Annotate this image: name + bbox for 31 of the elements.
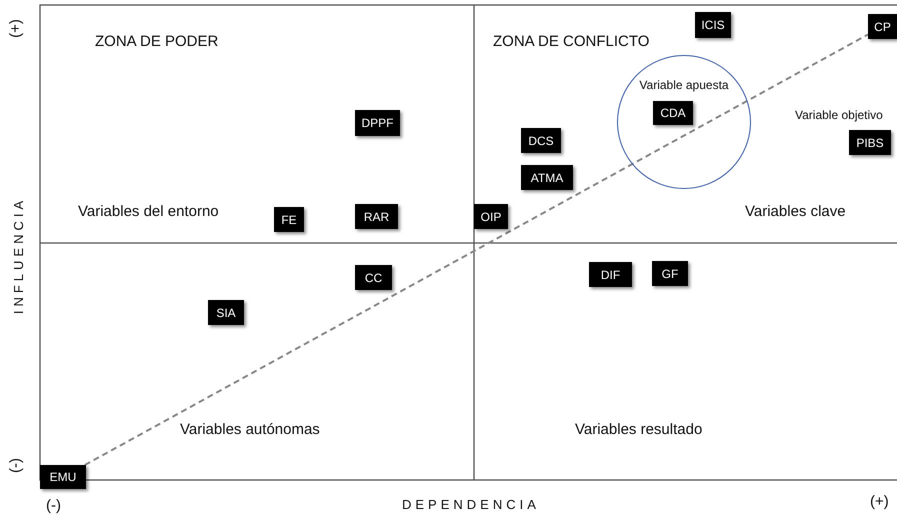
node-caption: Variable objetivo bbox=[795, 108, 883, 122]
axis-title: DEPENDENCIA bbox=[402, 497, 540, 512]
variable-tag: OIP bbox=[474, 204, 508, 229]
diagonal-line bbox=[84, 34, 868, 466]
zone-title: ZONA DE PODER bbox=[95, 33, 218, 50]
variable-tag: EMU bbox=[40, 465, 86, 489]
axis-end-label: (+) bbox=[870, 493, 889, 510]
quadrant-label: Variables clave bbox=[745, 203, 846, 220]
variable-tag: ICIS bbox=[695, 12, 731, 38]
axis-title: INFLUENCIA bbox=[11, 196, 26, 314]
variable-tag: DIF bbox=[589, 262, 632, 287]
circle-label: Variable apuesta bbox=[638, 78, 730, 92]
zone-title: ZONA DE CONFLICTO bbox=[493, 33, 650, 50]
quadrant-label: Variables del entorno bbox=[78, 203, 219, 220]
variable-tag: RAR bbox=[355, 204, 398, 229]
axis-end-label: (+) bbox=[6, 19, 24, 38]
axis-end-label: (-) bbox=[7, 458, 24, 473]
variable-tag: CP bbox=[868, 14, 897, 39]
variable-tag: CC bbox=[355, 265, 392, 290]
quadrant-label: Variables autónomas bbox=[180, 421, 320, 438]
variable-tag: CDA bbox=[653, 101, 693, 125]
variable-tag: DCS bbox=[521, 128, 561, 153]
variable-tag: DPPF bbox=[355, 110, 400, 136]
variable-tag: SIA bbox=[208, 300, 244, 325]
axis-end-label: (-) bbox=[46, 497, 61, 514]
variable-tag: PIBS bbox=[849, 130, 891, 155]
highlight-circle bbox=[617, 55, 751, 189]
quadrant-label: Variables resultado bbox=[575, 421, 702, 438]
variable-tag: FE bbox=[274, 207, 304, 232]
variable-tag: GF bbox=[652, 261, 688, 286]
variable-tag: ATMA bbox=[521, 165, 573, 190]
